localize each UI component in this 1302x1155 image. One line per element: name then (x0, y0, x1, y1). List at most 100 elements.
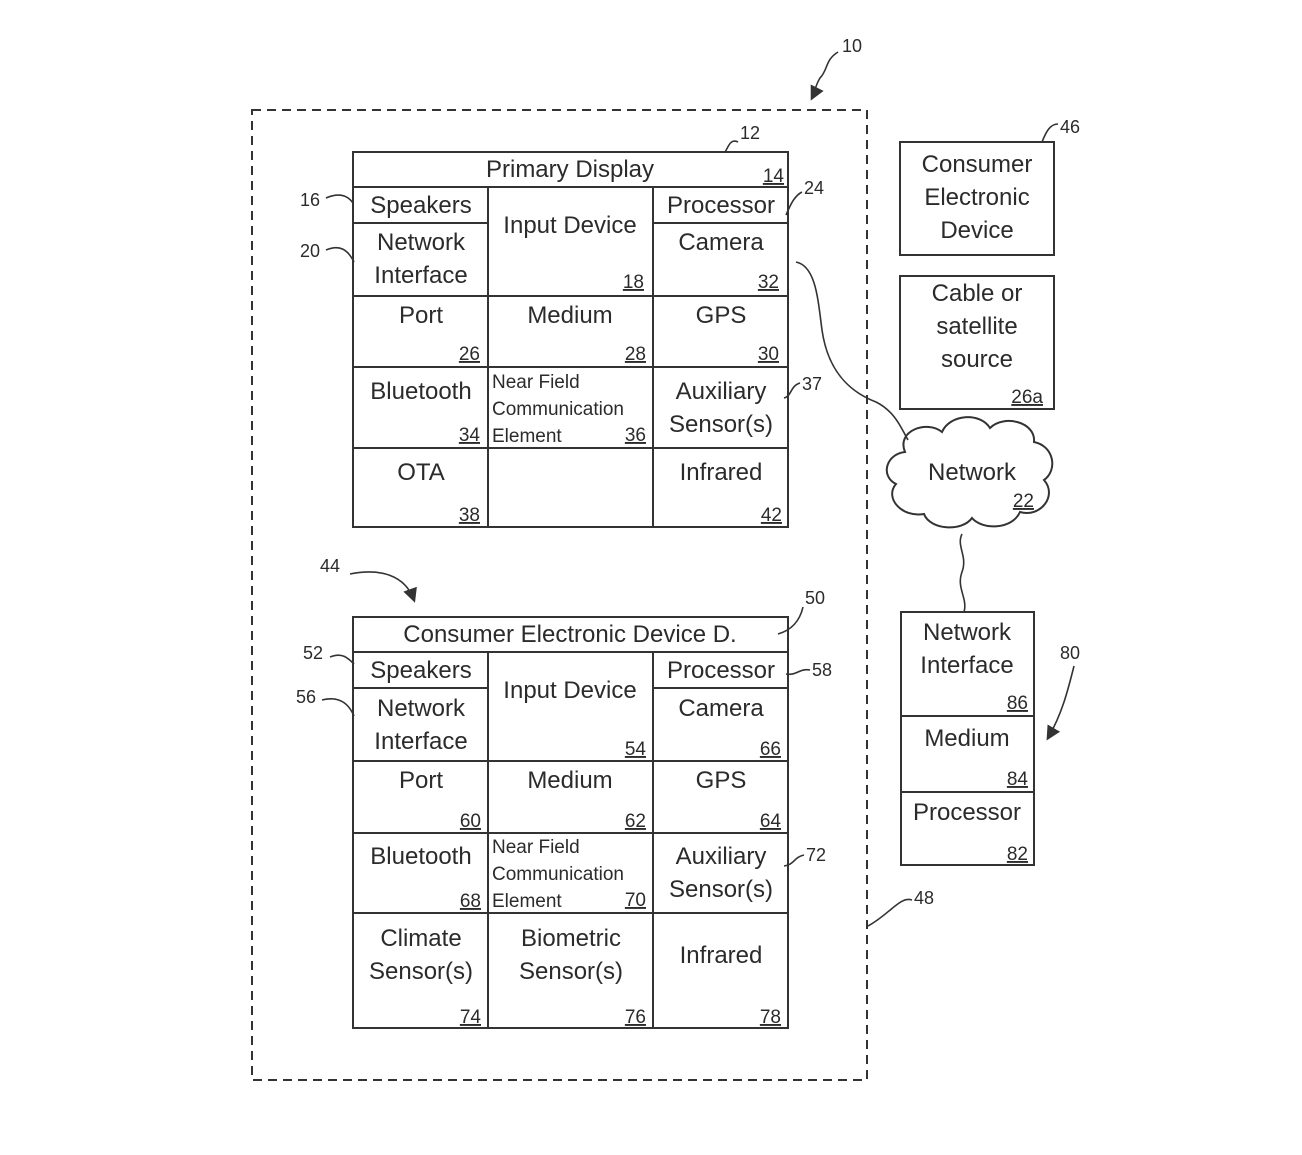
primary-display-label: Primary Display (486, 156, 654, 183)
server-ni-ref: 86 (1007, 693, 1028, 714)
aux-d-line2: Sensor(s) (669, 876, 773, 903)
input-device-a-label: Input Device (503, 212, 636, 239)
ota-a-ref: 38 (459, 505, 480, 526)
callout-44-label: 44 (320, 556, 340, 576)
callout-52-label: 52 (303, 643, 323, 663)
aux-a-line2: Sensor(s) (669, 411, 773, 438)
nfc-a-line2: Communication (492, 399, 624, 420)
biometric-d-ref: 76 (625, 1007, 646, 1028)
speakers-d-label: Speakers (370, 657, 471, 684)
cloud-shape (885, 416, 1054, 529)
climate-d-line2: Sensor(s) (369, 958, 473, 985)
cable-line3: source (941, 346, 1013, 373)
speakers-a-label: Speakers (370, 192, 471, 219)
port-d-ref: 60 (460, 811, 481, 832)
callout-80-label: 80 (1060, 643, 1080, 663)
server-processor-label: Processor (913, 799, 1021, 826)
camera-d-ref: 66 (760, 739, 781, 760)
callout-72-label: 72 (806, 845, 826, 865)
callout-10: 10 (810, 36, 862, 101)
input-device-a-ref: 18 (623, 272, 644, 293)
cable-line2: satellite (936, 313, 1017, 340)
biometric-d-line1: Biometric (521, 925, 621, 952)
network-label: Network (928, 459, 1017, 486)
network-interface-a-line2: Interface (374, 262, 467, 289)
device-d: Consumer Electronic Device D. Speakers I… (352, 616, 789, 1029)
callout-24-label: 24 (804, 178, 824, 198)
nfc-a-line3: Element (492, 426, 562, 447)
nfc-a-line1: Near Field (492, 372, 580, 393)
callout-10-label: 10 (842, 36, 862, 56)
cable-line1: Cable or (932, 280, 1023, 307)
climate-d-line1: Climate (380, 925, 461, 952)
port-d-label: Port (399, 767, 443, 794)
medium-a-ref: 28 (625, 344, 646, 365)
server-ni-line1: Network (923, 619, 1012, 646)
network-cloud: Network 22 (885, 416, 1054, 529)
device-d-callouts: 50 52 56 58 72 48 (296, 588, 934, 927)
climate-d-ref: 74 (460, 1007, 482, 1028)
aux-a-line1: Auxiliary (676, 378, 767, 405)
bluetooth-d-label: Bluetooth (370, 843, 471, 870)
camera-network-link (795, 261, 909, 441)
ced-line2: Electronic (924, 184, 1029, 211)
nfc-d-ref: 70 (625, 890, 646, 911)
device-a: Primary Display 14 Speakers Input Device… (352, 151, 789, 528)
nfc-d-line2: Communication (492, 864, 624, 885)
gps-d-ref: 64 (760, 811, 782, 832)
gps-a-ref: 30 (758, 344, 779, 365)
network-server-link (959, 533, 966, 613)
medium-a-label: Medium (527, 302, 612, 329)
infrared-a-label: Infrared (680, 459, 763, 486)
dashed-boundary (251, 109, 868, 1081)
callout-16-label: 16 (300, 190, 320, 210)
infrared-d-label: Infrared (680, 942, 763, 969)
medium-d-ref: 62 (625, 811, 646, 832)
cable-satellite-box: Cable or satellite source 26a (899, 275, 1055, 410)
callout-46-label: 46 (1060, 117, 1080, 137)
server-box: Network Interface 86 Medium 84 Processor… (900, 611, 1035, 866)
server-processor-ref: 82 (1007, 844, 1028, 865)
processor-a-label: Processor (667, 192, 775, 219)
cable-ref: 26a (1011, 387, 1043, 408)
infrared-d-ref: 78 (760, 1007, 781, 1028)
infrared-a-ref: 42 (761, 505, 782, 526)
nfc-d-line3: Element (492, 891, 562, 912)
callout-48-label: 48 (914, 888, 934, 908)
primary-display-ref: 14 (763, 166, 785, 187)
server-ni-line2: Interface (920, 652, 1013, 679)
input-device-d-label: Input Device (503, 677, 636, 704)
bluetooth-a-label: Bluetooth (370, 378, 471, 405)
consumer-electronic-device-box: Consumer Electronic Device 46 (899, 117, 1080, 256)
callout-44: 44 (320, 556, 417, 603)
ced-line1: Consumer (922, 151, 1033, 178)
callout-20-label: 20 (300, 241, 320, 261)
camera-a-label: Camera (678, 229, 764, 256)
bluetooth-a-ref: 34 (459, 425, 481, 446)
port-a-ref: 26 (459, 344, 480, 365)
aux-d-line1: Auxiliary (676, 843, 767, 870)
port-a-label: Port (399, 302, 443, 329)
bluetooth-d-ref: 68 (460, 891, 481, 912)
callout-12-label: 12 (740, 123, 760, 143)
medium-d-label: Medium (527, 767, 612, 794)
network-ref: 22 (1013, 491, 1034, 512)
network-interface-d-line1: Network (377, 695, 466, 722)
callout-58-label: 58 (812, 660, 832, 680)
gps-a-label: GPS (696, 302, 747, 329)
server-medium-label: Medium (924, 725, 1009, 752)
device-d-display-label: Consumer Electronic Device D. (403, 621, 736, 648)
device-a-callouts: 12 16 20 24 37 (300, 123, 824, 399)
input-device-d-ref: 54 (625, 739, 647, 760)
nfc-d-line1: Near Field (492, 837, 580, 858)
network-interface-a-line1: Network (377, 229, 466, 256)
biometric-d-line2: Sensor(s) (519, 958, 623, 985)
network-interface-d-line2: Interface (374, 728, 467, 755)
camera-a-ref: 32 (758, 272, 779, 293)
camera-d-label: Camera (678, 695, 764, 722)
callout-56-label: 56 (296, 687, 316, 707)
ota-a-label: OTA (397, 459, 445, 486)
nfc-a-ref: 36 (625, 425, 646, 446)
server-medium-ref: 84 (1007, 769, 1029, 790)
